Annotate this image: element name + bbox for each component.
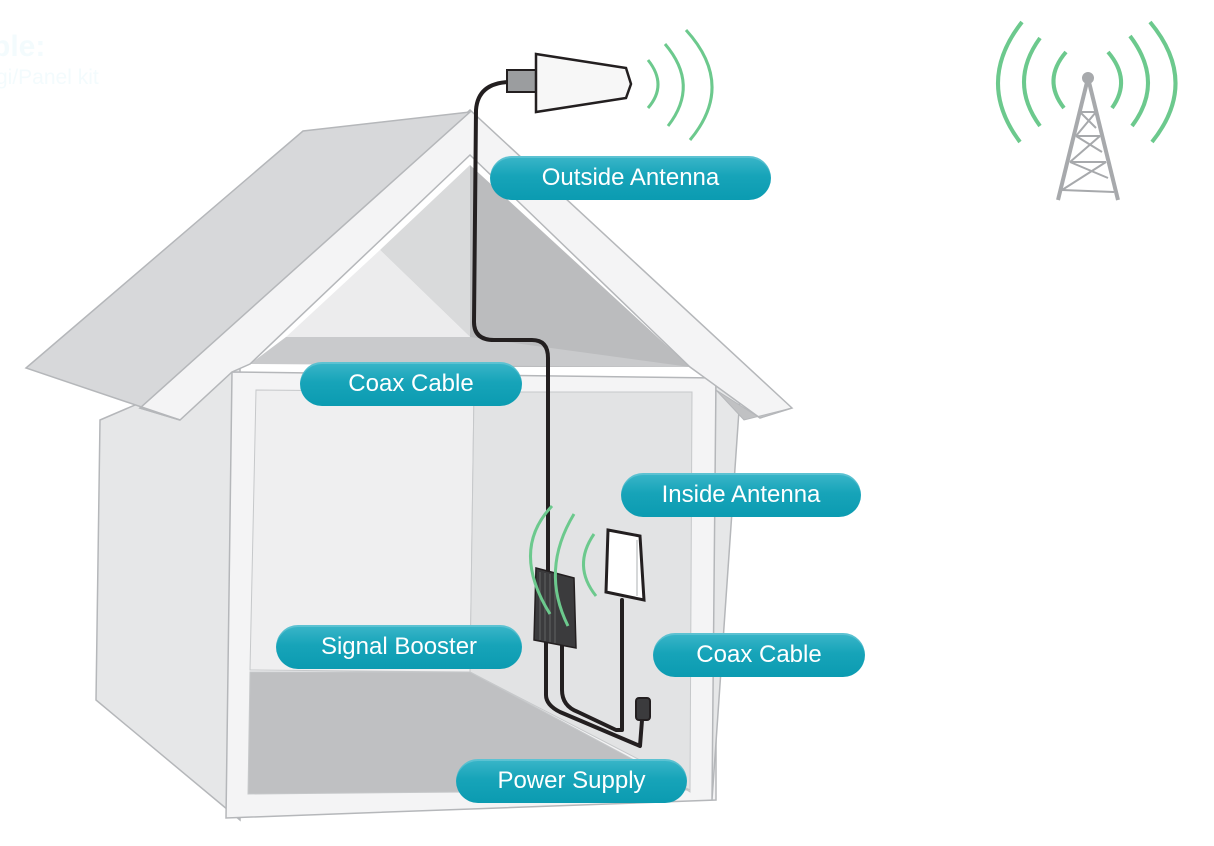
roof-left xyxy=(24,110,473,421)
antenna-body xyxy=(534,52,633,114)
roof-right-eave xyxy=(715,389,793,421)
cell-tower xyxy=(1056,72,1120,201)
coax-cable-main xyxy=(472,80,550,582)
coax-cable-booster-to-inside-antenna xyxy=(560,598,624,732)
label-inside-antenna: Inside Antenna xyxy=(621,473,861,517)
attic-back-light xyxy=(380,165,470,337)
house-left-side-wall xyxy=(95,358,241,822)
attic-dark-panel xyxy=(470,165,690,367)
label-power-supply: Power Supply xyxy=(456,759,687,803)
house-right-side-wall xyxy=(711,376,741,801)
power-supply xyxy=(635,697,651,721)
gable-trim xyxy=(138,108,794,421)
tower-waves xyxy=(996,20,1178,144)
booster-waves xyxy=(529,504,598,627)
signal-booster xyxy=(533,567,577,649)
outside-antenna xyxy=(506,52,633,114)
label-coax-cable-upper: Coax Cable xyxy=(300,362,522,406)
label-coax-cable-lower: Coax Cable xyxy=(653,633,865,677)
label-signal-booster: Signal Booster xyxy=(276,625,522,669)
attic-light-panel xyxy=(286,250,470,337)
label-outside-antenna: Outside Antenna xyxy=(490,156,771,200)
coax-cables xyxy=(472,80,644,748)
inside-antenna xyxy=(604,528,646,602)
faded-heading: ple: xyxy=(0,30,46,63)
antenna-connector xyxy=(506,69,538,93)
faded-subheading: gi/Panel kit xyxy=(0,66,99,89)
attic-floor xyxy=(250,337,690,367)
power-cable xyxy=(544,638,644,748)
house xyxy=(24,108,794,822)
outside-antenna-waves xyxy=(646,28,714,141)
